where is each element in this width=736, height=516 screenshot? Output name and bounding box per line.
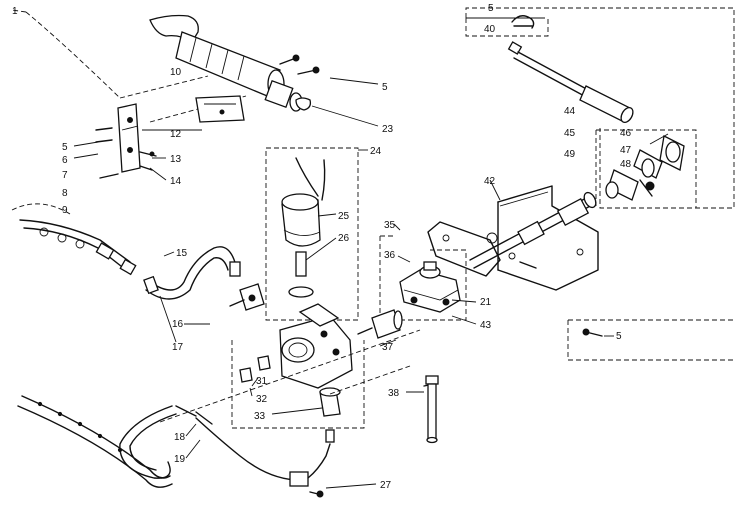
connector-27	[289, 443, 331, 498]
part-26	[288, 251, 314, 298]
inset-box-main	[231, 340, 365, 429]
bracket-12	[195, 95, 245, 123]
strap	[17, 395, 173, 488]
label-7: 7	[62, 170, 68, 181]
inset-box-36	[379, 235, 467, 321]
handle-grip-10	[149, 14, 303, 112]
screw-5-lower	[582, 328, 603, 337]
inset-box-right	[595, 129, 697, 208]
valve-body	[279, 303, 353, 389]
fitting-16	[229, 283, 265, 311]
inset-box-top-right	[465, 7, 735, 209]
label-42: 42	[484, 176, 496, 187]
label-38: 38	[388, 388, 400, 399]
label-13: 13	[170, 154, 182, 165]
label-15: 15	[176, 248, 188, 259]
coupling-37	[357, 309, 403, 339]
label-9: 9	[62, 205, 68, 216]
label-17: 17	[172, 342, 184, 353]
label-46: 46	[620, 128, 632, 139]
label-21: 21	[480, 297, 492, 308]
label-10: 10	[170, 67, 182, 78]
label-32: 32	[256, 394, 268, 405]
label-40: 40	[484, 24, 496, 35]
cable-left	[11, 203, 137, 276]
leader-diagonal	[159, 329, 421, 423]
label-5-top: 5	[488, 3, 494, 14]
label-44: 44	[564, 106, 576, 117]
wire-19	[195, 411, 301, 481]
label-27: 27	[380, 480, 392, 491]
bracket-plate-42	[497, 185, 599, 291]
carburetor-part-36	[399, 261, 461, 313]
label-31: 31	[256, 376, 268, 387]
label-49: 49	[564, 149, 576, 160]
rod-38	[423, 375, 439, 444]
label-12: 12	[170, 129, 182, 140]
part-33	[319, 387, 341, 443]
label-33: 33	[254, 411, 266, 422]
label-8: 8	[62, 188, 68, 199]
label-1: 1	[12, 6, 18, 17]
label-14: 14	[170, 176, 182, 187]
label-47: 47	[620, 145, 632, 156]
small-screws-top	[279, 54, 320, 111]
inset-box-24	[265, 147, 359, 321]
label-24: 24	[370, 146, 382, 157]
label-5-tube: 5	[382, 82, 388, 93]
label-37: 37	[382, 342, 394, 353]
label-5-lower: 5	[616, 331, 622, 342]
shaft-assembly	[469, 191, 597, 269]
label-6: 6	[62, 155, 68, 166]
hose-18	[119, 405, 197, 479]
left-bracket	[95, 103, 141, 179]
clip-part-5	[511, 15, 535, 29]
solenoid-25	[281, 157, 326, 247]
mounting-plate	[427, 221, 501, 277]
label-19: 19	[174, 454, 186, 465]
screws-13-14	[139, 151, 157, 171]
label-23: 23	[382, 124, 394, 135]
label-48: 48	[620, 159, 632, 170]
label-36: 36	[384, 250, 396, 261]
rod-44	[507, 41, 634, 124]
valve-assembly-46-49	[605, 135, 685, 201]
label-16: 16	[172, 319, 184, 330]
part-labels: 1 5 40 10 5 23 12 13 14 5 6 7 8 9 24 44 …	[12, 3, 632, 491]
leader-lines	[73, 77, 669, 489]
fuel-line-15	[143, 246, 241, 300]
label-26: 26	[338, 233, 350, 244]
leader-box-5	[567, 319, 734, 361]
label-35: 35	[384, 220, 396, 231]
label-45: 45	[564, 128, 576, 139]
label-43: 43	[480, 320, 492, 331]
label-18: 18	[174, 432, 186, 443]
label-5-left: 5	[62, 142, 68, 153]
fittings-31-32	[239, 355, 271, 383]
label-25: 25	[338, 211, 350, 222]
